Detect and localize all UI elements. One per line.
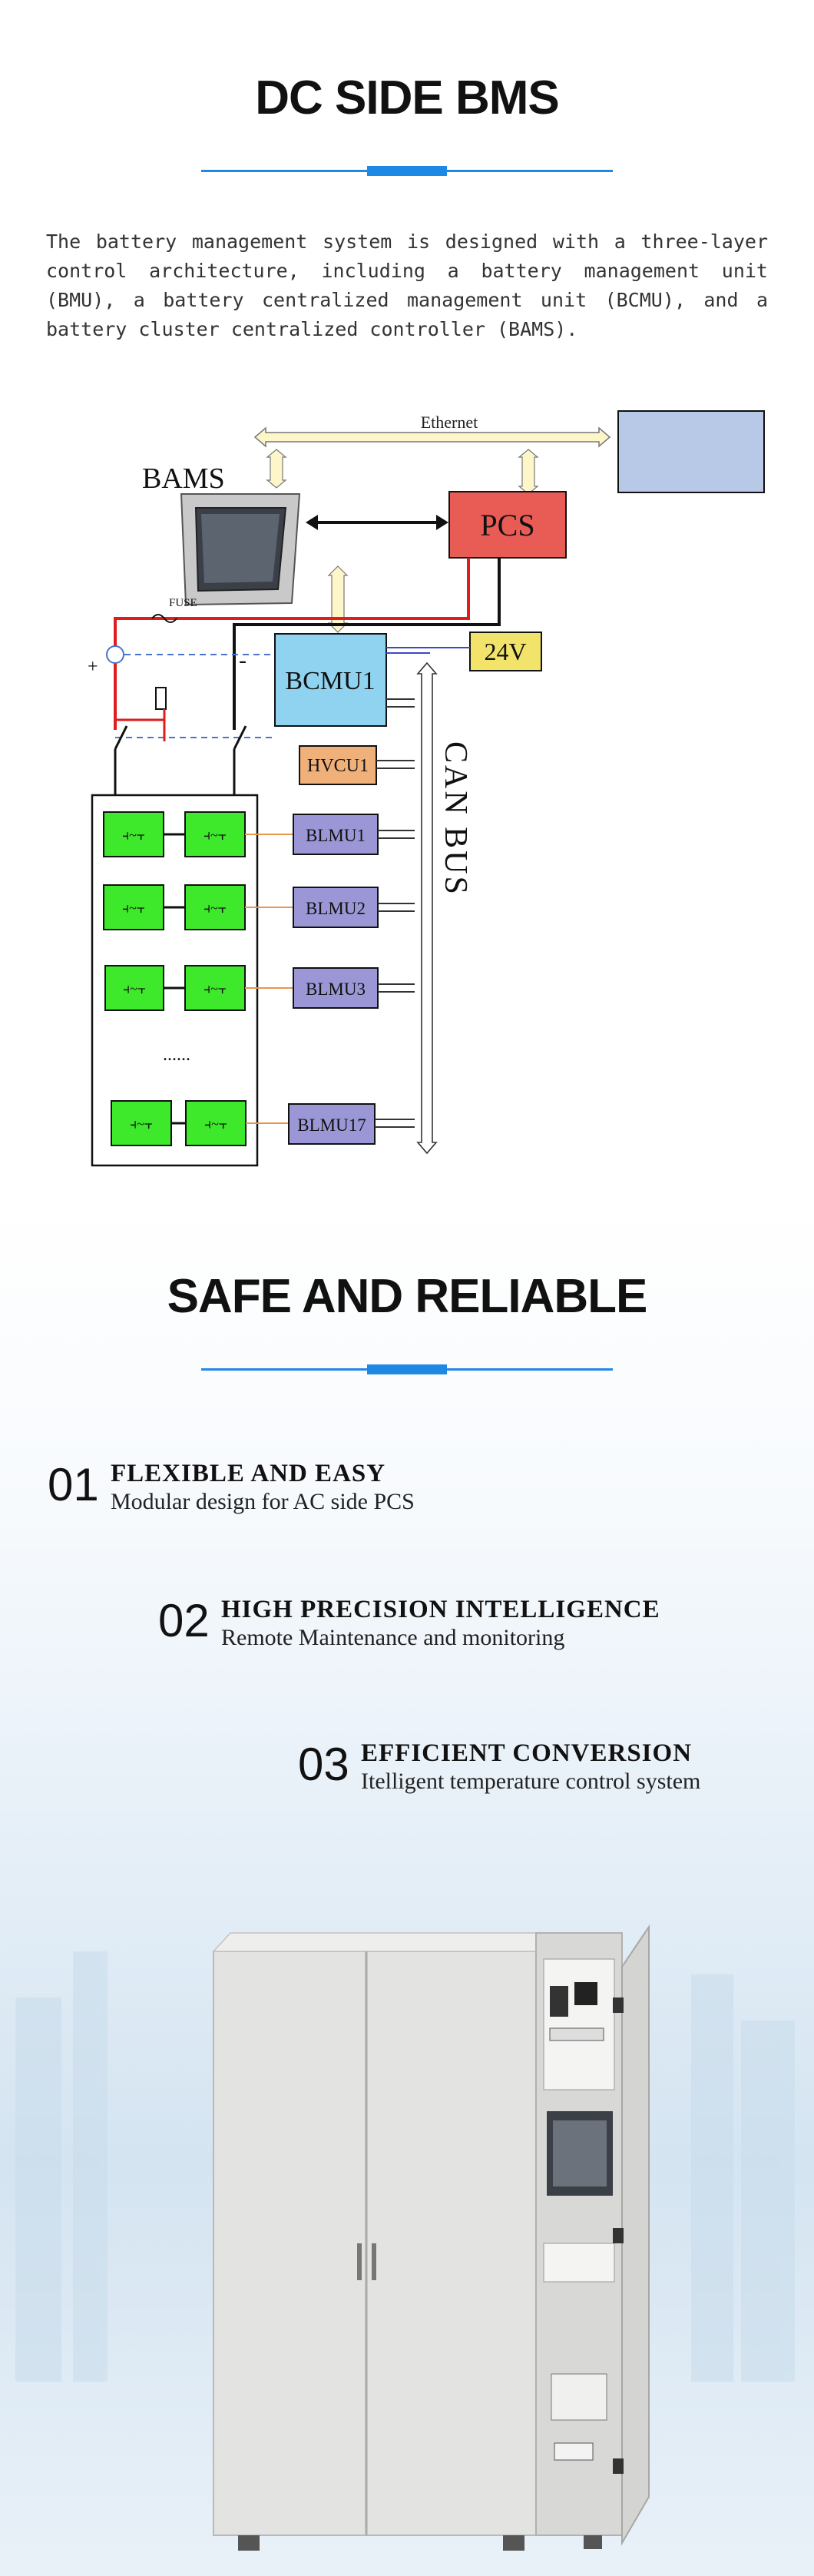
ethernet-bus: Ethernet xyxy=(253,413,611,448)
title-underline-accent-2 xyxy=(367,1364,447,1374)
svg-text:⫞~⫟: ⫞~⫟ xyxy=(204,981,227,996)
svg-text:BLMU17: BLMU17 xyxy=(297,1116,366,1135)
cabinet-illustration xyxy=(15,1924,795,2551)
blmu-17: BLMU17 xyxy=(246,1103,415,1145)
fuse-icon xyxy=(151,614,177,623)
intro-paragraph: The battery management system is designe… xyxy=(46,230,768,340)
svg-text:⫞~⫟: ⫞~⫟ xyxy=(123,981,146,996)
svg-text:BLMU3: BLMU3 xyxy=(306,980,366,999)
can-bus-line xyxy=(416,661,438,1155)
svg-text:BLMU1: BLMU1 xyxy=(306,826,366,845)
plus-label: + xyxy=(88,657,98,677)
v24-box xyxy=(469,632,542,671)
svg-text:BLMU2: BLMU2 xyxy=(306,899,366,918)
fuse-label: FUSE xyxy=(169,597,197,609)
blmu-2: BLMU2 xyxy=(245,887,415,928)
battery-row-1: ⫞~⫟ ⫞~⫟ xyxy=(103,811,246,857)
svg-text:⫞~⫟: ⫞~⫟ xyxy=(122,900,145,916)
hvcu-box xyxy=(299,745,377,785)
bcmu-box xyxy=(274,633,387,727)
battery-row-3: ⫞~⫟ ⫞~⫟ xyxy=(104,965,246,1011)
bams-pcs-link xyxy=(306,515,448,530)
bcmu-label: BCMU1 xyxy=(285,667,375,695)
pcs-box xyxy=(448,491,567,559)
feature-title: HIGH PRECISION INTELLIGENCE xyxy=(221,1596,660,1623)
bms-architecture-diagram: Ethernet BAMS PCS FUSE + - BCMU1 24 xyxy=(88,410,765,1167)
bams-label: BAMS xyxy=(142,462,225,495)
feature-number: 03 xyxy=(298,1739,349,1790)
minus-label: - xyxy=(239,648,247,673)
hvcu-label: HVCU1 xyxy=(307,756,369,776)
svg-text:⫞~⫟: ⫞~⫟ xyxy=(204,827,227,843)
ethernet-label: Ethernet xyxy=(421,413,478,432)
battery-row-17: ⫞~⫟ ⫞~⫟ xyxy=(111,1100,247,1146)
feature-description: Remote Maintenance and monitoring xyxy=(221,1625,565,1650)
feature-number: 01 xyxy=(48,1459,99,1510)
bams-monitor-icon xyxy=(180,493,301,606)
monitor-box xyxy=(617,410,765,493)
current-sensor-icon xyxy=(106,645,124,664)
blmu-3: BLMU3 xyxy=(245,967,415,1009)
svg-text:⫞~⫟: ⫞~⫟ xyxy=(204,900,227,916)
feature-number: 02 xyxy=(158,1595,210,1646)
blmu-1: BLMU1 xyxy=(245,814,415,855)
svg-text:⫞~⫟: ⫞~⫟ xyxy=(204,1116,227,1132)
feature-description: Modular design for AC side PCS xyxy=(111,1489,415,1514)
feature-title: FLEXIBLE AND EASY xyxy=(111,1460,386,1487)
section-title-dc-side-bms: DC SIDE BMS xyxy=(255,71,559,124)
feature-title: EFFICIENT CONVERSION xyxy=(361,1739,693,1767)
feature-description: Itelligent temperature control system xyxy=(361,1769,701,1794)
v24-label: 24V xyxy=(484,638,526,665)
can-bus-label: CAN BUS xyxy=(438,741,473,897)
svg-text:⫞~⫟: ⫞~⫟ xyxy=(130,1116,153,1132)
battery-ellipsis: ...... xyxy=(163,1045,190,1065)
title-underline-accent xyxy=(367,166,447,176)
svg-text:⫞~⫟: ⫞~⫟ xyxy=(122,827,145,843)
section-title-safe-and-reliable: SAFE AND RELIABLE xyxy=(167,1270,648,1323)
pcs-label: PCS xyxy=(480,508,534,542)
battery-row-2: ⫞~⫟ ⫞~⫟ xyxy=(103,884,246,930)
